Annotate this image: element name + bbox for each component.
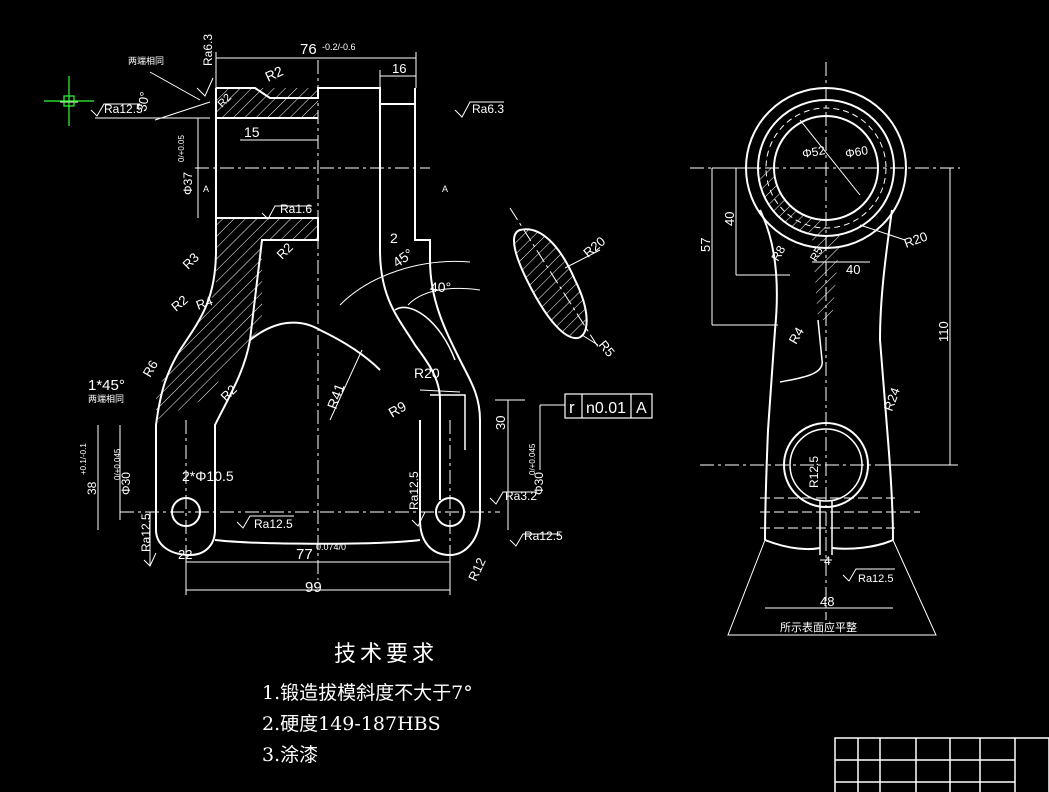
dim-width-99: 99 <box>305 579 322 596</box>
dim-bore-left-tol: 0/+0.045 <box>113 448 122 480</box>
dim-inner-15: 15 <box>244 124 260 140</box>
side-lower-ring <box>789 428 863 502</box>
side-arm-right <box>878 209 894 541</box>
radius-r4: R4 <box>194 293 215 313</box>
note-same-left: 两端相同 <box>88 393 124 404</box>
tolerance-frame <box>564 393 653 419</box>
dim-width-22: 22 <box>178 547 192 562</box>
radius-r12: R12 <box>465 555 489 583</box>
ra-right-bottom: Ra12.5 <box>524 529 563 543</box>
dim-angle-30: 30° <box>134 91 152 113</box>
roughness-symbols <box>90 77 895 582</box>
side-r20: R20 <box>902 229 930 251</box>
dim-bore-left: Φ30 <box>119 472 133 495</box>
front-lower-edge <box>214 539 421 545</box>
ra-right-bore: Ra12.5 <box>407 471 421 510</box>
side-dimension-lines <box>711 119 958 636</box>
ra-bottom-mid: Ra12.5 <box>254 517 293 531</box>
side-inner-arm <box>779 319 823 383</box>
dim-width-77-tol: 0.074/0 <box>316 542 346 552</box>
dim-right-lug: 16 <box>392 61 406 76</box>
side-d52: Φ52 <box>801 143 826 161</box>
side-bottom <box>764 539 894 550</box>
hatch-top <box>216 88 318 118</box>
radius-r9: R9 <box>386 398 410 421</box>
side-ra: Ra12.5 <box>858 573 893 585</box>
side-r12-5: R12.5 <box>807 456 821 488</box>
side-hatch-web <box>812 236 840 320</box>
note-same-top: 两端相同 <box>128 55 164 66</box>
dim-bore-right: Φ30 <box>532 472 546 495</box>
side-h57: 57 <box>698 238 713 252</box>
dim-bore: Φ37 <box>181 172 195 195</box>
radius-r2-low: R2 <box>218 382 240 404</box>
section-r5: R5 <box>596 337 618 359</box>
dim-chamfer-1x45: 1*45° <box>88 377 125 394</box>
radius-r2-a: R2 <box>168 292 190 314</box>
dimension-lines <box>60 52 565 595</box>
cursor-crosshair[interactable] <box>44 76 94 126</box>
title-block <box>834 737 1049 792</box>
ra-right-side: Ra3.2 <box>505 489 537 503</box>
side-flat-note: 所示表面应平整 <box>780 620 857 634</box>
requirement-2: 2.硬度149-187HBS <box>262 713 441 735</box>
dim-height-30: 30 <box>493 416 508 430</box>
requirements-title: 技术要求 <box>334 642 439 667</box>
side-view <box>745 87 920 555</box>
radius-r2-top: R2 <box>263 63 286 85</box>
side-d60: Φ60 <box>844 143 869 161</box>
side-gap-4: 4 <box>824 554 831 568</box>
side-hatch-ring <box>758 168 826 236</box>
dim-holes: 2*Φ10.5 <box>182 468 234 484</box>
dim-left-38-tol: +0.1/-0.1 <box>79 443 88 475</box>
radius-r41: R41 <box>324 381 348 411</box>
ra-top-left: Ra6.3 <box>201 34 215 66</box>
dim-left-38: 38 <box>85 481 99 495</box>
ra-left-note: Ra12.5 <box>104 102 143 116</box>
label-a-right: A <box>442 184 448 194</box>
side-w40: 40 <box>846 262 860 277</box>
front-outline-upper <box>155 88 319 557</box>
dim-width-77: 77 <box>296 546 313 563</box>
dim-chamfer-small: 2 <box>390 230 398 246</box>
dim-bore-tol: 0/+0.05 <box>177 135 186 162</box>
section-view <box>509 207 601 351</box>
side-width-48: 48 <box>820 594 834 609</box>
hatch-web <box>156 218 318 420</box>
side-r8: R8 <box>768 243 788 264</box>
side-h40: 40 <box>722 212 737 226</box>
ra-bore: Ra1.6 <box>280 202 312 216</box>
label-a-left: A <box>203 184 209 194</box>
front-arch <box>249 321 381 371</box>
front-lower-web <box>214 420 421 470</box>
side-lower-boss <box>783 422 869 508</box>
side-arm-left <box>759 209 778 541</box>
ra-left-bottom: Ra12.5 <box>139 513 153 552</box>
tolerance-symbol: r <box>569 398 575 417</box>
radius-r2-mid: R2 <box>274 240 296 262</box>
front-inner-slot <box>430 394 466 450</box>
dim-bore-right-tol: 0/+0.045 <box>528 443 537 475</box>
side-r4: R4 <box>786 325 807 347</box>
dim-top-tol: -0.2/-0.6 <box>322 42 356 52</box>
radius-r3: R3 <box>180 250 202 272</box>
dim-angle-40: 40° <box>430 279 451 295</box>
front-lug-right-outer <box>414 88 481 557</box>
tolerance-datum: A <box>636 400 647 417</box>
side-h110: 110 <box>936 321 951 342</box>
ra-right-top: Ra6.3 <box>472 102 504 116</box>
requirement-3: 3.涂漆 <box>262 744 319 766</box>
front-inner-curve <box>394 306 456 361</box>
section-r20: R20 <box>580 233 608 260</box>
radius-r6: R6 <box>140 358 161 380</box>
requirement-1: 1.锻造拔模斜度不大于7° <box>262 682 473 704</box>
radius-r20: R20 <box>414 365 440 381</box>
tolerance-value: n0.01 <box>586 400 626 417</box>
dim-top-length: 76 <box>300 41 317 58</box>
